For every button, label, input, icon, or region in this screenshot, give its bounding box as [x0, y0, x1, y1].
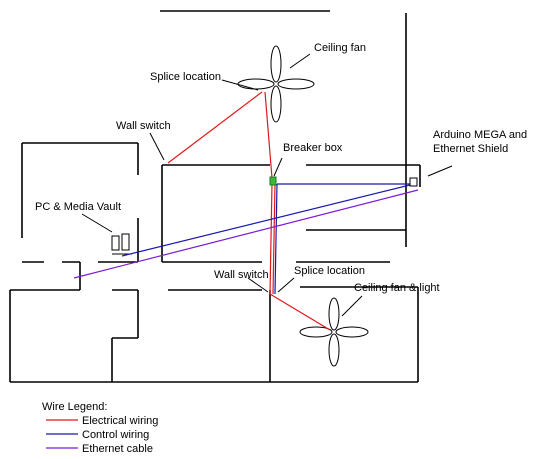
electrical-wire-breaker-down-2 [272, 183, 276, 295]
control-wire-arduino-to-pc [121, 183, 415, 257]
electrical-wire-switch-to-splice [167, 91, 263, 164]
leader-arduino [427, 165, 453, 177]
wiring [73, 91, 419, 331]
legend-label-ethernet: Ethernet cable [82, 443, 153, 455]
arduino-board [409, 177, 418, 187]
label-pc-media-vault: PC & Media Vault [35, 201, 121, 213]
breaker-box [269, 176, 277, 186]
leader-splice-bottom [277, 277, 295, 293]
leader-breaker-box [273, 157, 283, 177]
electrical-wire-to-fan-light [269, 293, 331, 331]
label-breaker-box: Breaker box [283, 142, 343, 154]
media-vault-icon [121, 233, 130, 251]
ethernet-cable [73, 189, 419, 279]
label-splice-location-bottom: Splice location [294, 265, 365, 277]
legend-label-control: Control wiring [82, 429, 149, 441]
legend-label-electrical: Electrical wiring [82, 415, 158, 427]
electrical-wire-fan-to-breaker [264, 91, 273, 179]
legend-title: Wire Legend: [42, 401, 107, 413]
leader-ceiling-fan [289, 53, 311, 69]
leader-wall-switch-bottom [247, 277, 269, 293]
label-arduino-line1: Arduino MEGA and [433, 129, 527, 141]
leader-splice-top [221, 79, 259, 91]
wire-legend: Wire Legend: Electrical wiring Control w… [42, 401, 158, 455]
label-wall-switch-top: Wall switch [116, 120, 171, 132]
label-ceiling-fan: Ceiling fan [314, 42, 366, 54]
pc-media-vault-devices [111, 233, 132, 255]
label-wall-switch-bottom: Wall switch [214, 269, 269, 281]
leader-pc-media-vault [81, 213, 113, 233]
leader-ceiling-fan-light [341, 295, 363, 317]
ceiling-fan-icon [237, 45, 315, 123]
leader-lines [81, 53, 453, 317]
electrical-wire-breaker-down-1 [269, 183, 273, 295]
label-splice-location-top: Splice location [150, 71, 221, 83]
ceiling-fan-light-icon [299, 297, 369, 367]
label-arduino-line2: Ethernet Shield [433, 143, 508, 155]
control-wire-breaker-down [274, 183, 278, 295]
pc-icon [111, 235, 120, 251]
label-ceiling-fan-light: Ceiling fan & light [354, 282, 440, 294]
floor-plan-walls [9, 10, 421, 383]
leader-wall-switch-top [149, 132, 165, 161]
